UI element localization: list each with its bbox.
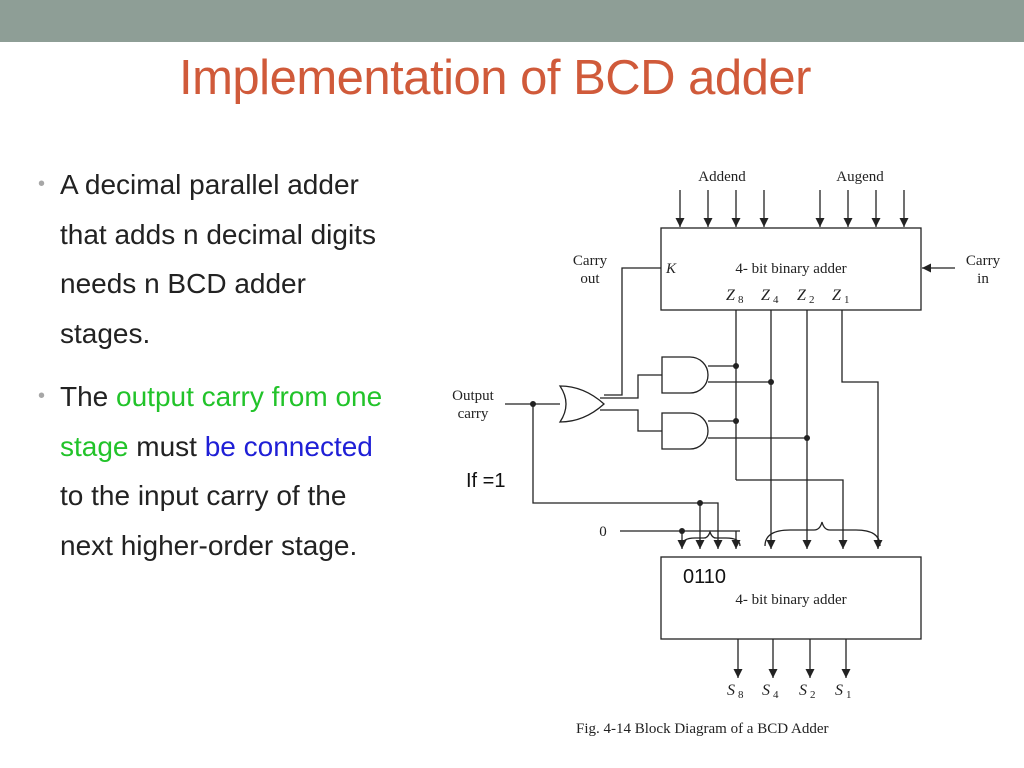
z8-pass-wire: [736, 479, 848, 549]
slide-title: Implementation of BCD adder: [179, 51, 812, 105]
output-carry-label-2: carry: [458, 406, 489, 422]
and1-to-or: [600, 374, 662, 399]
carry-in-label-1: Carry: [966, 253, 1001, 269]
bottom-binary-adder-box: [660, 556, 922, 640]
z2-label: Z: [797, 287, 807, 304]
k-label: K: [665, 261, 677, 277]
and2-to-or: [600, 409, 662, 432]
z1-label: Z: [832, 287, 842, 304]
bullet-2-part-1: The: [60, 381, 117, 412]
bullet-2: • The output carry from one stage must b…: [38, 372, 398, 570]
bullet-dot-icon: •: [38, 385, 46, 407]
z4-label: Z: [761, 287, 771, 304]
brace-right: [764, 521, 881, 547]
junction-dot: [679, 528, 685, 534]
junction-dot: [804, 435, 810, 441]
output-carry-label-1: Output: [452, 388, 495, 404]
junction-dot: [530, 401, 536, 407]
z1-sub: 1: [844, 294, 850, 306]
bullet-2-part-3: must: [128, 430, 205, 462]
bullet-2-highlight-green: output carry from one stage: [60, 381, 383, 462]
and-gate-1: [661, 356, 709, 394]
or-gate: [558, 385, 605, 423]
top-binary-adder-box: [660, 227, 922, 311]
augend-label: Augend: [836, 169, 884, 185]
bullet-1-text: A decimal parallel adder that adds n dec…: [60, 169, 376, 349]
bullet-2-highlight-blue: be connected: [204, 430, 373, 462]
feedback-wire-a: [532, 404, 723, 549]
zero-label: 0: [599, 524, 607, 540]
s1-sub: 1: [846, 689, 852, 701]
carry-out-label-1: Carry: [573, 253, 608, 269]
junction-dot: [768, 379, 774, 385]
z4-sub: 4: [773, 294, 779, 306]
s4-sub: 4: [773, 689, 779, 701]
z8-label: Z: [726, 287, 736, 304]
s2-sub: 2: [810, 689, 816, 701]
top-bar: [0, 0, 1024, 42]
junction-dot: [697, 500, 703, 506]
addend-label: Addend: [698, 169, 746, 185]
carry-out-label-2: out: [580, 271, 600, 287]
bullet-2-part-5: to the input carry of the next higher-or…: [60, 480, 358, 561]
bullet-dot-icon: •: [38, 173, 46, 195]
and-gate-2: [661, 412, 709, 450]
junction-dot: [733, 363, 739, 369]
s4-label: S: [762, 682, 770, 699]
figure-caption: Fig. 4-14 Block Diagram of a BCD Adder: [576, 721, 828, 737]
junction-dot: [733, 418, 739, 424]
bullet-list: • A decimal parallel adder that adds n d…: [38, 160, 398, 584]
brace-left: [681, 529, 741, 547]
s1-label: S: [835, 682, 843, 699]
carry-in-label-2: in: [977, 271, 989, 287]
z2-sub: 2: [809, 294, 815, 306]
z8-sub: 8: [738, 294, 744, 306]
code-0110: 0110: [683, 566, 726, 588]
bullet-1: • A decimal parallel adder that adds n d…: [38, 160, 398, 358]
s2-label: S: [799, 682, 807, 699]
top-adder-label: 4- bit binary adder: [735, 261, 846, 277]
z1-wire: [841, 310, 883, 549]
if-note: If =1: [466, 470, 505, 492]
s8-label: S: [727, 682, 735, 699]
s8-sub: 8: [738, 689, 744, 701]
bottom-adder-label: 4- bit binary adder: [735, 592, 846, 608]
k-carry-wire: [604, 267, 661, 396]
